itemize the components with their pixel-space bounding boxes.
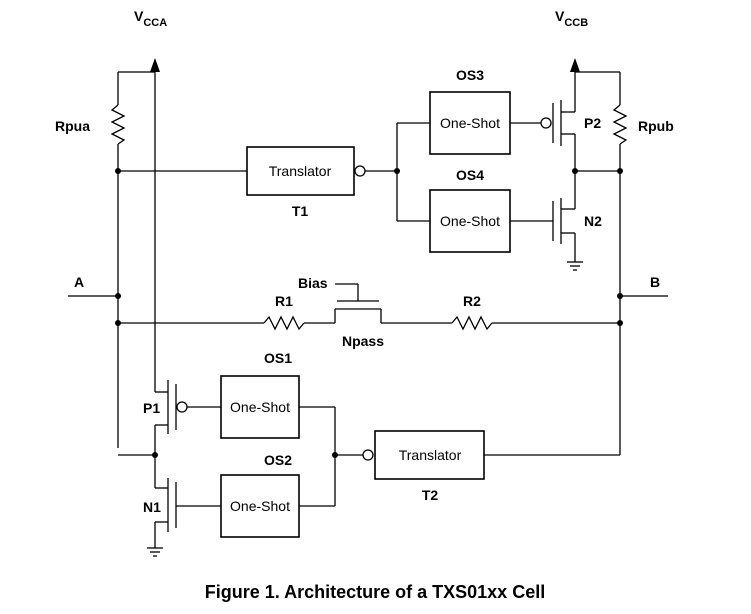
junction-a	[115, 293, 121, 299]
n1-ground-icon	[147, 547, 163, 557]
t2-inverter-bubble	[362, 449, 374, 461]
rpua-resistor	[110, 72, 126, 448]
figure-caption: Figure 1. Architecture of a TXS01xx Cell	[205, 582, 545, 602]
vccb-label: VCCB	[555, 8, 588, 29]
rpua-label: Rpua	[55, 118, 90, 134]
os4-name: OS4	[456, 167, 484, 183]
p1-transistor	[154, 380, 177, 488]
n1-label: N1	[143, 499, 161, 515]
translator-t1-label: Translator	[269, 163, 332, 179]
p2-transistor	[552, 100, 576, 171]
npass-transistor	[334, 283, 382, 323]
one-shot-os4	[429, 189, 511, 253]
vccb-rail	[570, 58, 620, 112]
junction-b	[617, 293, 623, 299]
os3-name: OS3	[456, 67, 484, 83]
translator-t2	[374, 430, 485, 480]
bias-label: Bias	[298, 275, 328, 291]
os4-label: One-Shot	[440, 213, 500, 229]
port-b-label: B	[650, 274, 660, 290]
junction-p1n1	[152, 452, 158, 458]
translator-t2-name: T2	[422, 487, 439, 503]
port-a-label: A	[74, 274, 84, 290]
n2-transistor	[552, 171, 576, 262]
junction-pass-a	[115, 320, 121, 326]
translator-t1-name: T1	[292, 203, 309, 219]
rpub-label: Rpub	[638, 118, 674, 134]
n2-label: N2	[584, 213, 602, 229]
os3-label: One-Shot	[440, 115, 500, 131]
npass-label: Npass	[342, 333, 384, 349]
n2-ground-icon	[567, 261, 583, 271]
junction-pass-b	[617, 320, 623, 326]
one-shot-os2	[220, 474, 300, 538]
p1-label: P1	[143, 400, 160, 416]
p2-gate-bubble	[540, 117, 552, 129]
os2-name: OS2	[264, 452, 292, 468]
junction-t1-in	[115, 168, 121, 174]
os1-label: One-Shot	[230, 399, 290, 415]
p1-gate-bubble	[176, 401, 188, 413]
vcca-rail	[118, 58, 160, 392]
t1-inverter-bubble	[354, 165, 366, 177]
os2-label: One-Shot	[230, 498, 290, 514]
n1-transistor	[154, 478, 177, 548]
rpub-resistor	[612, 72, 628, 455]
translator-t2-label: Translator	[399, 447, 462, 463]
os1-name: OS1	[264, 350, 292, 366]
r2-resistor	[451, 315, 493, 331]
translator-t1	[246, 146, 355, 196]
junction-rpub	[617, 168, 623, 174]
r2-label: R2	[463, 293, 481, 309]
r1-resistor	[263, 315, 305, 331]
vcca-label: VCCA	[134, 8, 167, 29]
r1-label: R1	[275, 293, 293, 309]
p2-label: P2	[584, 115, 601, 131]
